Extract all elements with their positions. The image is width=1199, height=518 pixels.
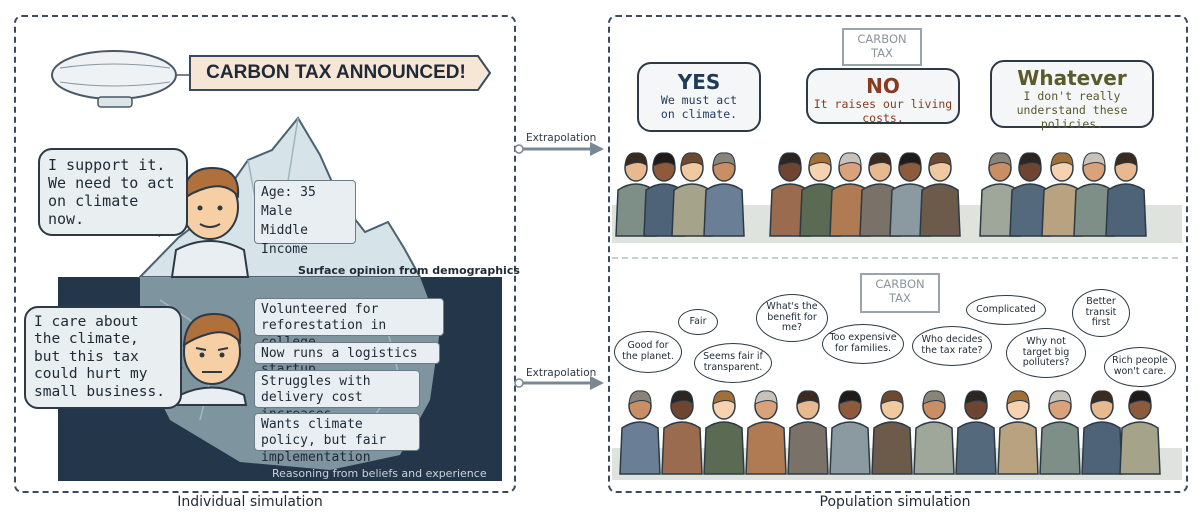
bottom-row-person-8: [787, 390, 829, 475]
opinion-whatever-headline: Whatever: [1017, 66, 1127, 90]
bottom-row-person-10: [871, 390, 913, 475]
opinion-yes: YES We must act on climate.: [637, 62, 761, 132]
individual-caption: Individual simulation: [177, 494, 323, 510]
opinion-yes-headline: YES: [677, 70, 721, 94]
top-row-person-15: [1105, 152, 1147, 237]
bottom-row-person-9: [829, 390, 871, 475]
banner-title: CARBON TAX ANNOUNCED!: [206, 62, 466, 83]
thought-8: Why not target big polluters?: [1006, 328, 1086, 378]
deep-opinion-bubble: I care about the climate, but this tax c…: [24, 306, 182, 409]
extrapolation-arrow-top: [514, 142, 604, 156]
opinion-no-detail: It raises our living costs.: [813, 97, 953, 125]
surface-label: Surface opinion from demographics: [298, 264, 520, 277]
bottom-row-person-14: [1039, 390, 1081, 475]
bottom-row-person-5: [661, 390, 703, 475]
opinion-yes-detail: We must act on climate.: [660, 93, 738, 121]
top-row-person-3: [671, 152, 713, 237]
belief-box-2: Now runs a logistics startup: [254, 342, 440, 377]
top-row-person-8: [859, 152, 901, 237]
thought-3: Seems fair if transparent.: [694, 343, 772, 383]
bottom-row-person-4: [619, 390, 661, 475]
bottom-row-person-6: [703, 390, 745, 475]
individual-simulation-panel: [14, 15, 516, 493]
carbon-sign-top-line2: TAX: [871, 46, 893, 61]
surface-person-avatar: [170, 166, 250, 278]
demographic-gender: Male: [261, 203, 293, 219]
top-row-person-12: [1009, 152, 1051, 237]
thought-4: What's the benefit for me?: [756, 294, 828, 342]
extrapolation-label-top: Extrapolation: [526, 132, 597, 144]
extrapolation-arrow-bottom: [514, 376, 604, 390]
population-caption: Population simulation: [819, 494, 971, 510]
bottom-row-person-11: [913, 390, 955, 475]
carbon-sign-top-line1: CARBON: [857, 32, 907, 46]
extrapolation-label-bottom: Extrapolation: [526, 367, 597, 379]
carbon-tax-sign-bottom: CARBON TAX: [860, 273, 940, 313]
carbon-sign-bottom-line1: CARBON: [875, 277, 925, 291]
banner-ribbon: [189, 55, 492, 91]
opinion-whatever-detail: I don't really understand these policies…: [1016, 89, 1128, 131]
bottom-row-person-13: [997, 390, 1039, 475]
thought-7: Complicated: [966, 295, 1046, 325]
top-row-person-1: [615, 152, 657, 237]
surface-opinion-bubble: I support it. We need to act on climate …: [38, 148, 188, 236]
deep-label: Reasoning from beliefs and experience: [272, 467, 487, 480]
bottom-row-person-7: [745, 390, 787, 475]
thought-1: Good for the planet.: [614, 331, 682, 373]
bottom-row-person-12: [955, 390, 997, 475]
belief-box-1: Volunteered for reforestation in college: [254, 298, 444, 350]
belief-box-4: Wants climate policy, but fair implement…: [254, 413, 420, 465]
carbon-tax-sign-top: CARBON TAX: [842, 28, 922, 66]
opinion-no: NO It raises our living costs.: [806, 68, 960, 125]
bottom-row-person-15: [1081, 390, 1123, 475]
demographics-card: Age: 35 Male Middle Income: [254, 180, 356, 257]
blimp-icon: [51, 50, 190, 108]
demographic-income: Middle Income: [261, 222, 308, 257]
population-simulation-panel: [608, 15, 1188, 493]
thought-2: Fair: [678, 309, 718, 335]
thought-6: Who decides the tax rate?: [912, 326, 992, 366]
top-row-person-10: [919, 152, 961, 237]
opinion-whatever: Whatever I don't really understand these…: [990, 60, 1154, 131]
demographic-age: Age: 35: [261, 185, 316, 200]
carbon-sign-bottom-line2: TAX: [889, 291, 911, 306]
deep-person-avatar: [176, 312, 248, 406]
top-row-person-13: [1041, 152, 1083, 237]
thought-9: Better transit first: [1072, 289, 1130, 337]
thought-5: Too expensive for families.: [822, 324, 904, 364]
opinion-no-headline: NO: [866, 74, 900, 98]
thought-10: Rich people won't care.: [1104, 347, 1176, 387]
bottom-row-person-16: [1119, 390, 1161, 475]
top-row-person-4: [703, 152, 745, 237]
